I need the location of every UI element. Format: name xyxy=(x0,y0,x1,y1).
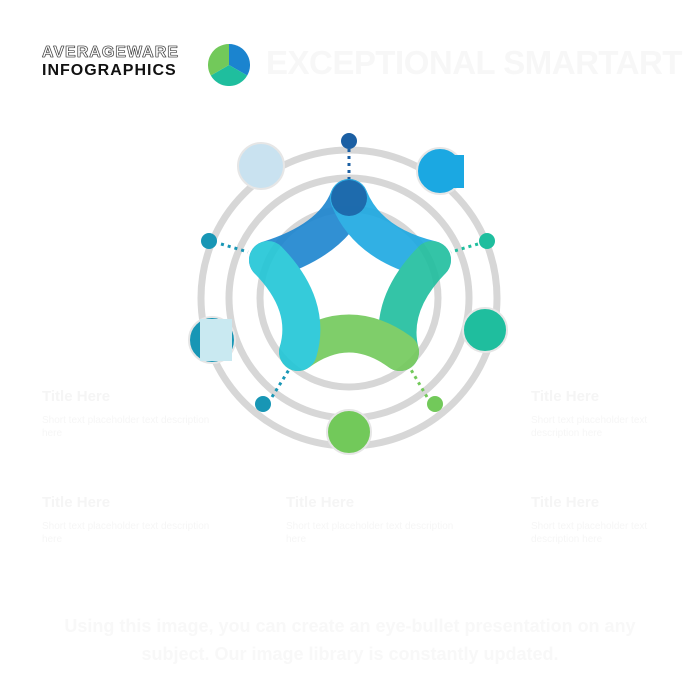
text-block-center-lower: Title Here Short text placeholder text d… xyxy=(286,494,456,546)
text-block-title: Title Here xyxy=(286,494,355,511)
star-arc-left xyxy=(249,241,321,371)
logo-line-bottom: INFOGRAPHICS xyxy=(42,62,177,79)
bubble-bottom xyxy=(326,409,372,455)
footer-caption: Using this image, you can create an eye-… xyxy=(64,616,636,664)
node-dot-top xyxy=(341,133,357,149)
text-block-title: Title Here xyxy=(531,494,600,511)
text-block-left-lower: Title Here Short text placeholder text d… xyxy=(42,494,212,546)
bubble-right xyxy=(462,307,508,353)
text-block-right-upper: Title Here Short text placeholder text d… xyxy=(531,388,659,440)
text-block-body: Short text placeholder text description … xyxy=(286,521,454,545)
star-tip-top xyxy=(331,180,367,216)
text-block-right-lower: Title Here Short text placeholder text d… xyxy=(531,494,659,546)
text-block-title: Title Here xyxy=(42,388,111,405)
text-block-body: Short text placeholder text description … xyxy=(531,521,648,545)
logo-segment-blue xyxy=(229,44,250,76)
connector-left xyxy=(220,242,249,254)
text-block-body: Short text placeholder text description … xyxy=(42,415,210,439)
logo-segment-green xyxy=(208,44,229,76)
connector-bottom-left xyxy=(270,367,292,398)
bubble-top-left xyxy=(237,142,285,190)
tricolor-circle-icon xyxy=(208,44,250,86)
node-dot-bottom-right xyxy=(427,396,443,412)
node-dot-left xyxy=(201,233,217,249)
page-title: EXCEPTIONAL SMARTART xyxy=(266,44,682,81)
text-block-body: Short text placeholder text description … xyxy=(42,521,210,545)
node-dot-right xyxy=(479,233,495,249)
connector-bottom-right xyxy=(408,367,429,398)
text-block-title: Title Here xyxy=(42,494,111,511)
bubble-top-right-cutout xyxy=(452,155,464,188)
connector-right xyxy=(450,242,479,254)
node-dot-bottom-left xyxy=(255,396,271,412)
text-block-title: Title Here xyxy=(531,388,600,405)
text-block-left-upper: Title Here Short text placeholder text d… xyxy=(42,388,212,440)
text-block-body: Short text placeholder text description … xyxy=(531,415,648,439)
logo-line-top: AVERAGEWARE xyxy=(42,44,179,62)
logo: AVERAGEWARE INFOGRAPHICS xyxy=(42,44,200,82)
bubble-left-highlight xyxy=(200,319,232,361)
